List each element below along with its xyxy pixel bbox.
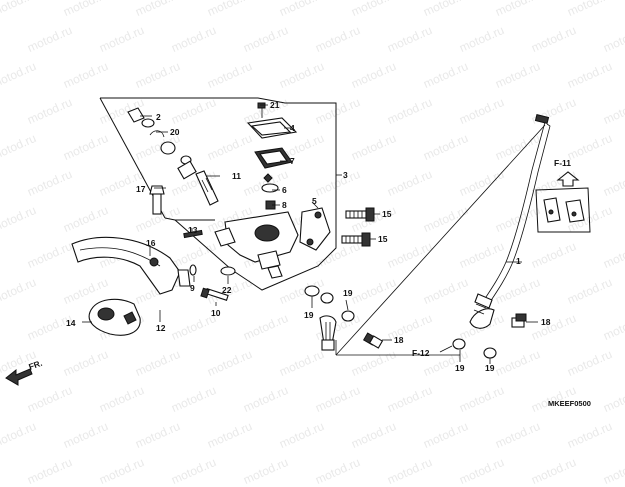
diagram-canvas: 1 2 3 4 5 6 7 8 9 10 11 12 13 14 15 15 1… xyxy=(5,97,591,408)
callout-5: 5 xyxy=(312,196,317,206)
callout-17: 17 xyxy=(136,184,146,194)
callout-15a: 15 xyxy=(382,209,392,219)
brake-hose xyxy=(469,114,551,329)
callout-22: 22 xyxy=(222,285,232,295)
diagram-code: MKEEF0500 xyxy=(548,399,591,408)
callout-19b: 19 xyxy=(343,288,353,298)
small-bolt-part xyxy=(263,173,273,183)
callout-9: 9 xyxy=(190,283,195,293)
callout-1: 1 xyxy=(516,256,521,266)
brake-hose-guide-line-upper xyxy=(335,124,546,356)
callout-19d: 19 xyxy=(485,363,495,373)
callout-14: 14 xyxy=(66,318,76,328)
callout-6: 6 xyxy=(282,185,287,195)
float-part xyxy=(261,183,279,193)
callout-7: 7 xyxy=(290,156,295,166)
adjuster-screw xyxy=(189,264,197,276)
callout-4: 4 xyxy=(290,123,295,133)
washer-22 xyxy=(220,266,236,276)
callout-11: 11 xyxy=(232,171,241,181)
callout-2: 2 xyxy=(156,112,161,122)
callout-19a: 19 xyxy=(304,310,314,320)
sealing-washers xyxy=(304,285,497,359)
callout-16: 16 xyxy=(146,238,156,248)
short-hose-fitting xyxy=(319,315,337,351)
oil-bolt-right xyxy=(511,313,527,328)
front-label: FR. xyxy=(27,358,43,372)
master-cylinder-holder xyxy=(299,207,331,251)
callout-10: 10 xyxy=(211,308,221,318)
leader-lines xyxy=(82,104,538,364)
callout-18a: 18 xyxy=(394,335,404,345)
ref-f12: F-12 xyxy=(412,348,430,358)
pivot-bolt xyxy=(149,185,165,215)
f11-inset-box xyxy=(535,171,591,233)
lever-pivot-bolt xyxy=(200,287,229,301)
callout-15b: 15 xyxy=(378,234,388,244)
callout-20: 20 xyxy=(170,127,180,137)
callout-18b: 18 xyxy=(541,317,551,327)
callout-3: 3 xyxy=(343,170,348,180)
lever-cover xyxy=(88,298,141,336)
callout-19c: 19 xyxy=(455,363,465,373)
oil-bolt-left xyxy=(362,332,384,349)
callout-8: 8 xyxy=(282,200,287,210)
reservoir-cap xyxy=(246,102,298,139)
reservoir-diaphragm xyxy=(254,147,293,169)
callout-21: 21 xyxy=(270,100,280,110)
brake-lever xyxy=(71,236,191,295)
master-cylinder-body xyxy=(214,211,299,279)
pin-part xyxy=(183,229,203,239)
callout-12: 12 xyxy=(156,323,166,333)
piston-set xyxy=(127,107,219,206)
holder-bolt-upper xyxy=(345,207,375,222)
holder-bolt-lower xyxy=(341,232,371,247)
ref-f11: F-11 xyxy=(554,158,571,168)
callout-13: 13 xyxy=(188,225,198,235)
front-arrow-icon xyxy=(5,368,33,386)
